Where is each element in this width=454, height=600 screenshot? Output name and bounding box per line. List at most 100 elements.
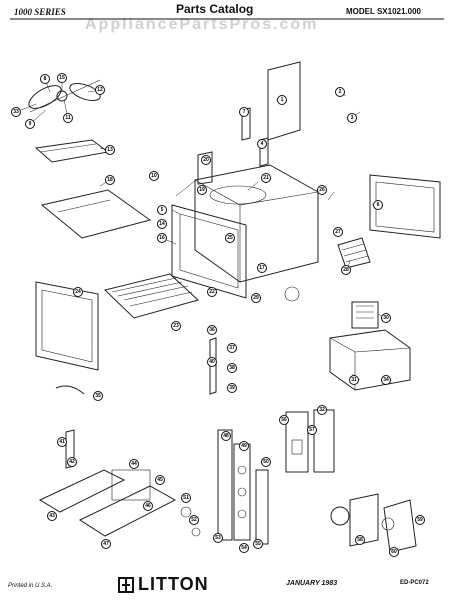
svg-text:36: 36	[209, 327, 215, 333]
svg-text:26: 26	[319, 187, 325, 193]
svg-text:60: 60	[391, 549, 397, 555]
side-panel	[267, 61, 301, 141]
svg-text:25: 25	[227, 235, 233, 241]
svg-text:55: 55	[255, 541, 261, 547]
callout-7: 7	[239, 107, 249, 117]
svg-text:39: 39	[229, 385, 235, 391]
callout-19: 19	[197, 185, 207, 195]
oven-shelf	[104, 273, 199, 319]
callout-18: 18	[105, 175, 115, 185]
document-code: ED-PC072	[400, 580, 429, 586]
svg-text:5: 5	[161, 207, 164, 213]
model-number: MODEL SX1021.000	[346, 7, 422, 16]
callout-25: 25	[225, 233, 235, 243]
callout-10: 10	[149, 171, 159, 181]
svg-text:37: 37	[229, 345, 235, 351]
callout-59: 59	[415, 515, 425, 525]
svg-text:8: 8	[44, 76, 47, 82]
magnetron	[351, 301, 379, 329]
callout-29: 29	[251, 293, 261, 303]
callout-56: 56	[279, 415, 289, 425]
svg-text:21: 21	[263, 175, 269, 181]
svg-text:35: 35	[95, 393, 101, 399]
callout-13: 13	[105, 145, 115, 155]
callout-55: 55	[253, 539, 263, 549]
svg-text:14: 14	[159, 221, 165, 227]
watermark: AppliancePartsPros.com	[85, 16, 319, 33]
callout-37: 37	[227, 343, 237, 353]
callout-30: 30	[381, 313, 391, 323]
svg-text:20: 20	[203, 157, 209, 163]
svg-text:29: 29	[253, 295, 259, 301]
svg-text:23: 23	[173, 323, 179, 329]
callout-17: 17	[257, 263, 267, 273]
svg-text:3: 3	[351, 115, 354, 121]
callout-57: 57	[307, 425, 317, 435]
callout-31: 31	[349, 375, 359, 385]
svg-text:47: 47	[103, 541, 109, 547]
callout-26: 26	[317, 185, 327, 195]
svg-text:57: 57	[309, 427, 315, 433]
callout-22: 22	[207, 287, 217, 297]
callout-48: 48	[221, 431, 231, 441]
svg-text:28: 28	[343, 267, 349, 273]
svg-text:48: 48	[223, 433, 229, 439]
callout-11: 11	[63, 113, 73, 123]
callout-36: 36	[207, 325, 217, 335]
svg-text:32: 32	[319, 407, 325, 413]
transformer-housing	[329, 329, 411, 391]
publication-date: JANUARY 1983	[286, 580, 338, 587]
callout-15: 15	[57, 73, 67, 83]
svg-text:16: 16	[159, 235, 165, 241]
svg-text:46: 46	[145, 503, 151, 509]
svg-text:6: 6	[377, 202, 380, 208]
callout-20: 20	[201, 155, 211, 165]
callout-27: 27	[333, 227, 343, 237]
callout-60: 60	[389, 547, 399, 557]
callout-9: 9	[25, 119, 35, 129]
svg-text:13: 13	[107, 147, 113, 153]
svg-text:30: 30	[383, 315, 389, 321]
back-panel	[369, 174, 441, 239]
callout-14: 14	[157, 219, 167, 229]
callout-4: 4	[257, 139, 267, 149]
callout-50: 50	[261, 457, 271, 467]
svg-text:59: 59	[417, 517, 423, 523]
svg-text:19: 19	[199, 187, 205, 193]
callout-39: 39	[227, 383, 237, 393]
svg-text:34: 34	[383, 377, 389, 383]
callout-24: 24	[73, 287, 83, 297]
svg-text:17: 17	[259, 265, 265, 271]
callout-16: 16	[157, 233, 167, 243]
svg-text:41: 41	[59, 439, 65, 445]
callout-54: 54	[239, 543, 249, 553]
callout-32: 32	[317, 405, 327, 415]
svg-text:9: 9	[29, 121, 32, 127]
svg-text:52: 52	[191, 517, 197, 523]
callout-28: 28	[341, 265, 351, 275]
callout-34: 34	[381, 375, 391, 385]
svg-text:43: 43	[49, 513, 55, 519]
litton-logo-mark	[118, 576, 134, 593]
svg-text:11: 11	[65, 115, 71, 121]
svg-text:2: 2	[339, 89, 342, 95]
base-assembly	[38, 469, 177, 537]
callout-40: 40	[207, 357, 217, 367]
svg-text:54: 54	[241, 545, 247, 551]
svg-text:15: 15	[59, 75, 65, 81]
svg-text:42: 42	[69, 459, 75, 465]
svg-text:56: 56	[281, 417, 287, 423]
callout-6: 6	[373, 200, 383, 210]
cover-panel	[40, 189, 152, 239]
callout-53: 53	[213, 533, 223, 543]
callout-46: 46	[143, 501, 153, 511]
svg-text:45: 45	[157, 477, 163, 483]
svg-text:24: 24	[75, 289, 81, 295]
callout-23: 23	[171, 321, 181, 331]
callout-3: 3	[347, 113, 357, 123]
callout-51: 51	[181, 493, 191, 503]
stirrer-bracket	[34, 139, 110, 163]
svg-text:51: 51	[183, 495, 189, 501]
